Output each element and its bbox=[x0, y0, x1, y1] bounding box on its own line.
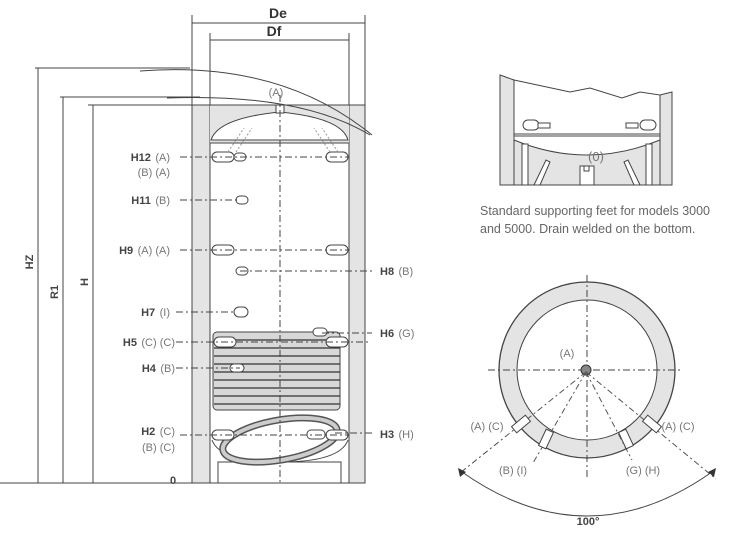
connection-code: H3 bbox=[380, 429, 394, 441]
connection-code: H8 bbox=[380, 266, 394, 278]
tank-elevation bbox=[0, 15, 373, 484]
connection-type: (H) bbox=[399, 429, 414, 441]
h-label: H bbox=[79, 278, 91, 286]
h2-label: HZ bbox=[24, 254, 36, 269]
drain-label: (0) bbox=[588, 149, 604, 164]
angle-label: 100° bbox=[577, 516, 600, 528]
connection-code: H9 bbox=[119, 245, 133, 257]
connection-type: (A) bbox=[155, 152, 170, 164]
svg-text:H9 (A) (A): H9 (A) (A) bbox=[119, 241, 170, 258]
connection-code: H4 bbox=[142, 363, 157, 375]
connection-type: (B) (A) bbox=[138, 167, 170, 179]
plan-center-label: (A) bbox=[560, 348, 575, 360]
connection-type: (B) bbox=[160, 363, 175, 375]
connection-type: (A) (A) bbox=[138, 245, 170, 257]
connection-code: H6 bbox=[380, 328, 394, 340]
connection-type: (G) bbox=[399, 328, 415, 340]
svg-text:H11 (B): H11 (B) bbox=[131, 191, 170, 208]
connection-type: (B) bbox=[399, 266, 414, 278]
detail-caption: Standard supporting feet for models 3000… bbox=[480, 204, 711, 236]
svg-text:H7 (I): H7 (I) bbox=[141, 303, 170, 320]
plan-right-inner-label: (G) (H) bbox=[626, 465, 660, 477]
r1-label: R1 bbox=[49, 285, 61, 299]
connection-code: H2 bbox=[141, 426, 155, 438]
svg-text:H2 (C): H2 (C) bbox=[141, 422, 175, 439]
top-connection-label: (A) bbox=[269, 87, 284, 99]
connection-code: H11 bbox=[131, 195, 151, 207]
svg-text:H6 (G): H6 (G) bbox=[380, 324, 414, 341]
plan-left-outer-label: (A) (C) bbox=[471, 421, 504, 433]
zero-label: 0 bbox=[170, 475, 176, 487]
plan-view bbox=[458, 275, 717, 517]
connection-code: H5 bbox=[123, 337, 137, 349]
plan-right-outer-label: (A) (C) bbox=[662, 421, 695, 433]
svg-text:H4 (B): H4 (B) bbox=[142, 359, 175, 376]
connection-type: (C) bbox=[160, 426, 175, 438]
connection-type: (B) bbox=[155, 195, 170, 207]
connection-type: (B) (C) bbox=[142, 442, 175, 454]
connection-type: (C) (C) bbox=[141, 337, 175, 349]
svg-text:H8 (B): H8 (B) bbox=[380, 262, 413, 279]
svg-text:H5 (C) (C): H5 (C) (C) bbox=[123, 333, 175, 350]
left-connection-labels: H12 (A) (B) (A) H11 (B) H9 (A) (A) H7 (I… bbox=[119, 148, 175, 454]
df-label: Df bbox=[267, 23, 282, 39]
supporting-feet-detail bbox=[499, 74, 673, 186]
svg-text:H12 (A): H12 (A) bbox=[131, 148, 170, 165]
svg-text:H3 (H): H3 (H) bbox=[380, 425, 414, 442]
heat-exchanger-coil bbox=[212, 331, 341, 466]
right-connection-labels: H8 (B) H6 (G) H3 (H) bbox=[380, 262, 414, 442]
connection-code: H7 bbox=[141, 307, 155, 319]
de-label: De bbox=[269, 5, 287, 21]
plan-left-inner-label: (B) (I) bbox=[499, 465, 527, 477]
connection-code: H12 bbox=[131, 152, 151, 164]
connection-type: (I) bbox=[160, 307, 170, 319]
